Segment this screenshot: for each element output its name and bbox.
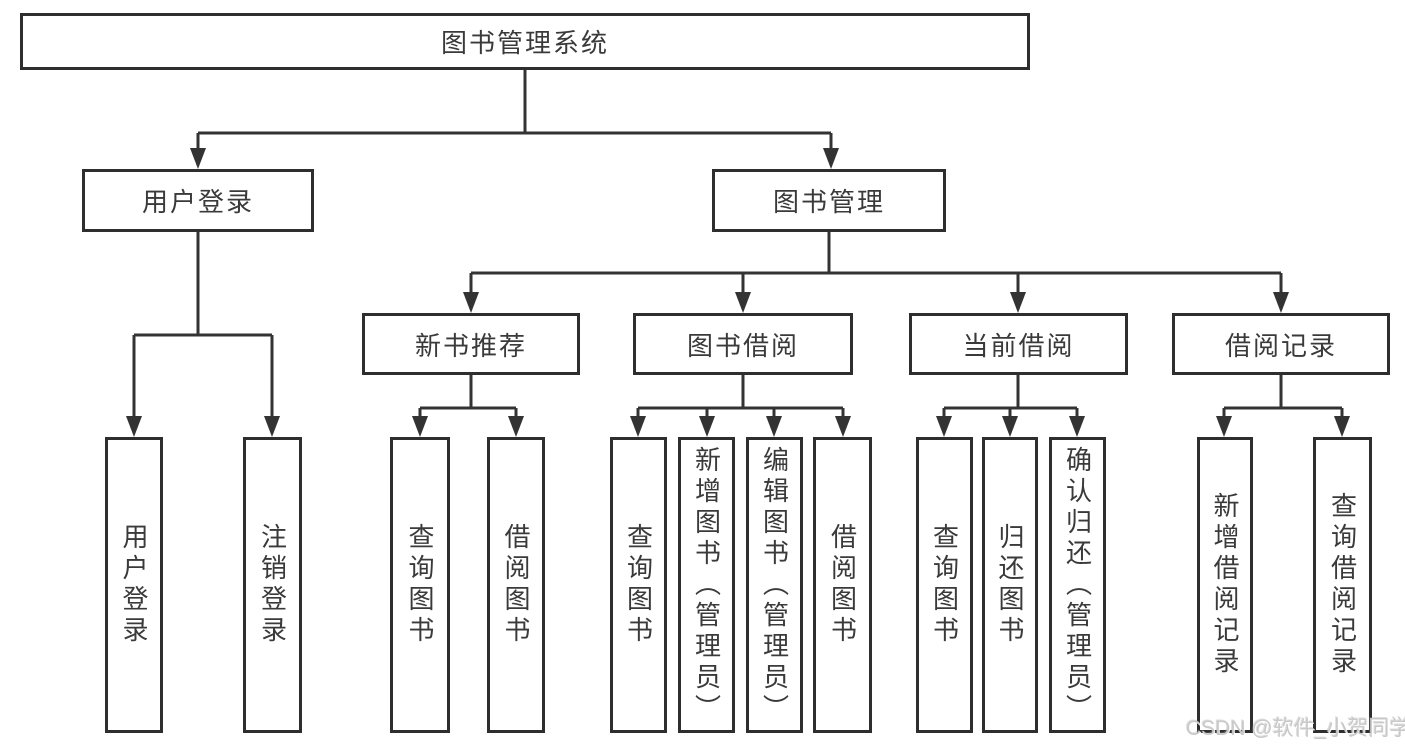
leaf-add-book-admin: 新增图书（管理员） <box>678 437 735 733</box>
leaf-add-borrow-record: 新增借阅记录 <box>1197 437 1253 733</box>
leaf-edit-book-admin: 编辑图书（管理员） <box>746 437 803 733</box>
leaf-user-login: 用户登录 <box>105 437 163 733</box>
node-root: 图书管理系统 <box>20 13 1030 70</box>
leaf-query-borrow-record: 查询借阅记录 <box>1313 437 1372 733</box>
leaf-logout: 注销登录 <box>243 437 302 733</box>
leaf-query-book-1: 查询图书 <box>390 437 450 733</box>
node-borrow-records: 借阅记录 <box>1172 313 1390 375</box>
leaf-return-book: 归还图书 <box>982 437 1038 733</box>
node-user-login: 用户登录 <box>82 169 314 232</box>
node-current-borrow: 当前借阅 <box>909 313 1128 375</box>
leaf-confirm-return-admin: 确认归还（管理员） <box>1049 437 1106 733</box>
leaf-borrow-book-1: 借阅图书 <box>487 437 545 733</box>
leaf-borrow-book-2: 借阅图书 <box>813 437 872 733</box>
node-book-borrow: 图书借阅 <box>633 313 853 375</box>
leaf-query-book-3: 查询图书 <box>916 437 973 733</box>
leaf-query-book-2: 查询图书 <box>610 437 667 733</box>
watermark: CSDN @软件_小贺同学 <box>1186 717 1405 740</box>
node-new-book-recommend: 新书推荐 <box>362 313 580 375</box>
node-book-management: 图书管理 <box>712 169 946 232</box>
